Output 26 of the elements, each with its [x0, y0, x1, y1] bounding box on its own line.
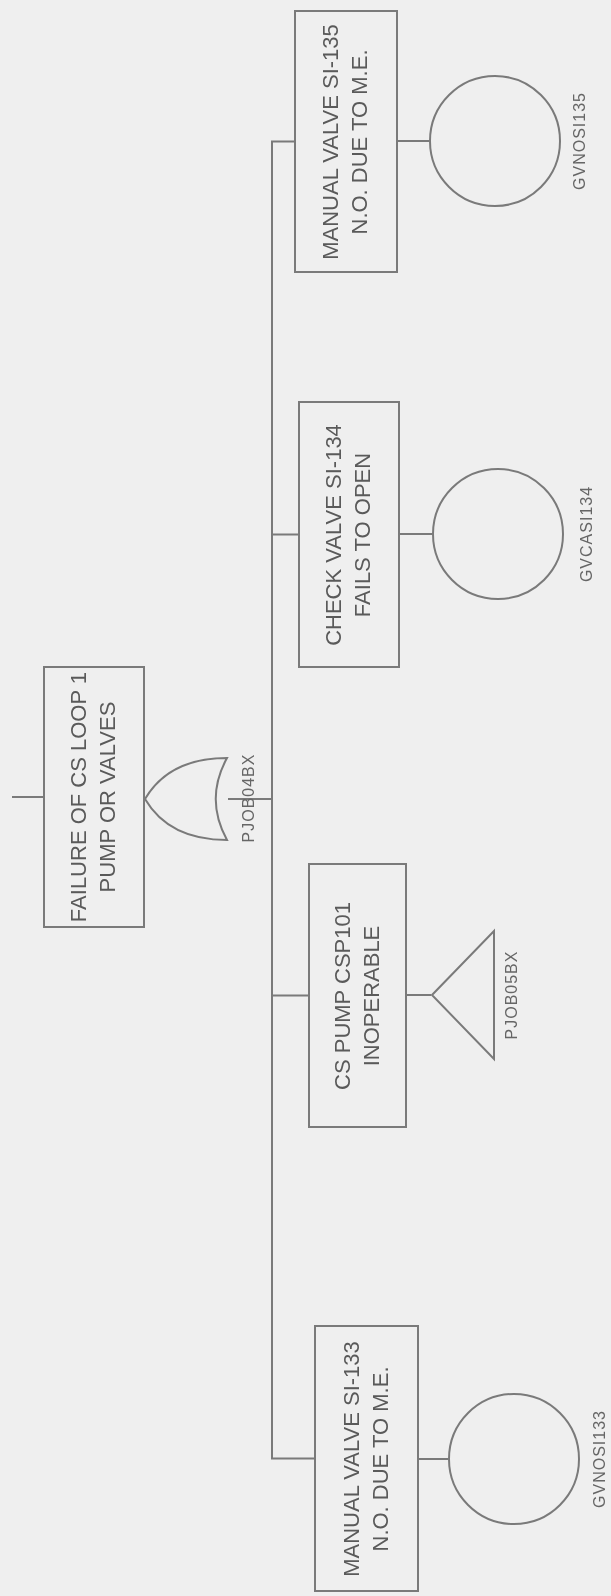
event-box — [294, 10, 398, 273]
basic-event-circle — [448, 1393, 580, 1525]
basic-event-circle — [432, 468, 564, 600]
event-box — [314, 1325, 419, 1592]
connector-line — [399, 533, 433, 535]
event-code: GVNOSI133 — [591, 1410, 609, 1508]
connector-line — [418, 1458, 449, 1460]
connector-line — [227, 140, 295, 800]
event-code: PJOB04BX — [240, 753, 258, 843]
event-box — [308, 863, 407, 1128]
event-code: GVNOSI135 — [571, 92, 589, 190]
or-gate — [144, 756, 228, 842]
event-code: GVCASI134 — [578, 485, 596, 583]
event-code: PJOB05BX — [503, 950, 521, 1040]
transfer-triangle — [431, 930, 495, 1060]
event-box — [298, 401, 400, 668]
event-text: MANUAL VALVE SI-133 N.O. DUE TO M.E. — [337, 1339, 394, 1579]
event-text: CHECK VALVE SI-134 FAILS TO OPEN — [320, 422, 376, 648]
event-box — [43, 666, 145, 928]
event-text: MANUAL VALVE SI-135 N.O. DUE TO M.E. — [317, 22, 373, 262]
connector-line — [406, 994, 432, 996]
connector-line — [397, 140, 430, 142]
event-text: CS PUMP CSP101 INOPERABLE — [328, 900, 385, 1092]
connector-line — [11, 796, 44, 798]
event-text: FAILURE OF CS LOOP 1 PUMP OR VALVES — [65, 670, 121, 925]
basic-event-circle — [429, 75, 561, 207]
